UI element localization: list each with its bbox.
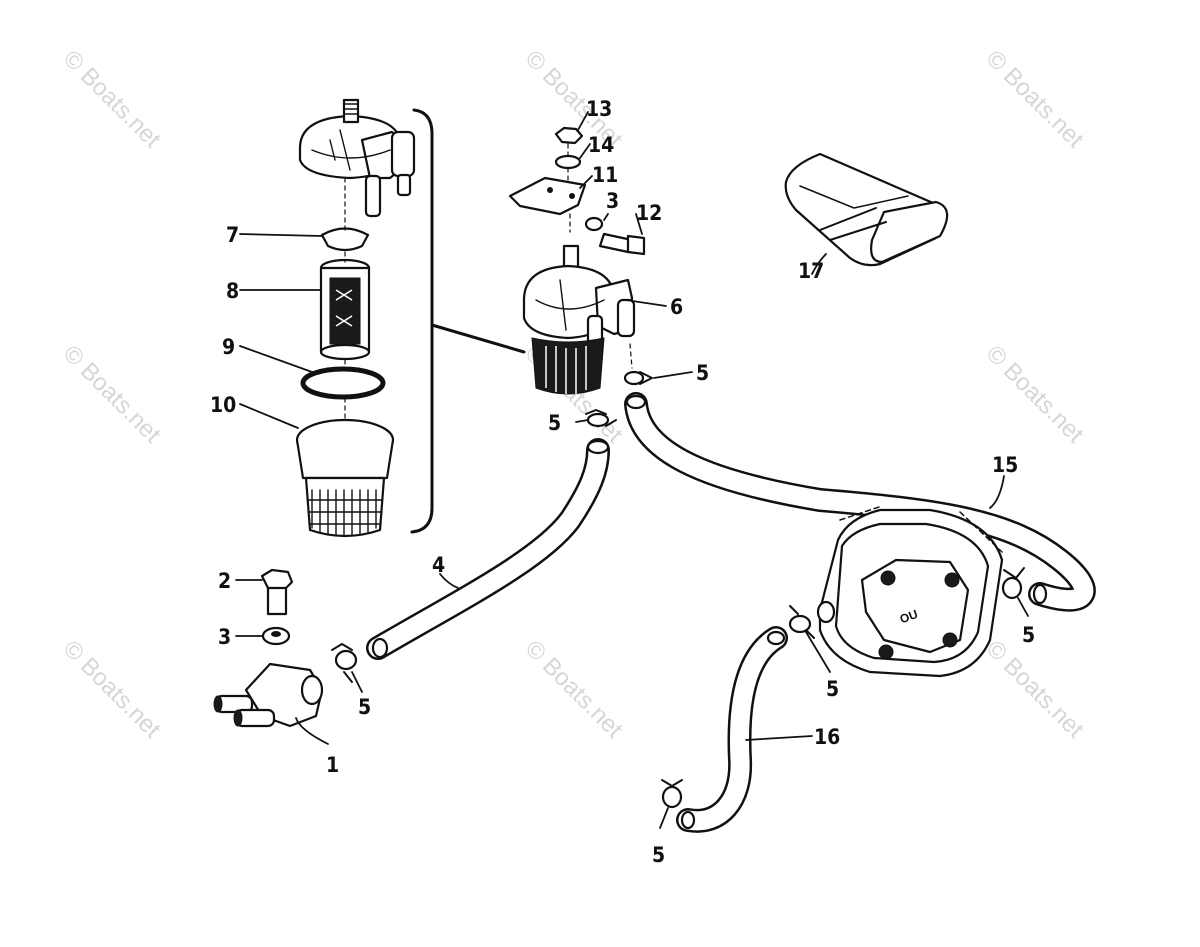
fuel-filter-part-6 <box>522 244 636 395</box>
bracket-part-11 <box>508 176 587 216</box>
callout-4: 4 <box>432 553 445 577</box>
callout-13: 13 <box>586 97 612 121</box>
hose-clip-pump-right <box>1001 567 1025 600</box>
callout-5-fitting: 5 <box>358 695 371 719</box>
callout-11: 11 <box>592 163 618 187</box>
hose-part-4-inner <box>368 440 608 658</box>
callout-3-left: 3 <box>218 625 231 649</box>
callout-12: 12 <box>636 201 662 225</box>
leader-lines <box>235 111 1029 829</box>
filter-element-part-8 <box>319 258 371 361</box>
fitting-part-1 <box>213 662 324 728</box>
callout-5-pump-right: 5 <box>1022 623 1035 647</box>
hose-clip-fitting <box>331 643 358 683</box>
callout-9: 9 <box>222 335 235 359</box>
callout-labels: 1 2 3 3 4 5 5 5 5 5 5 6 7 8 9 10 11 12 1… <box>210 97 1035 867</box>
hose-clip-upper-right <box>623 343 653 386</box>
svg-text:OU: OU <box>898 607 920 626</box>
filter-head-exploded <box>298 98 416 218</box>
watermark: © Boats.net <box>981 340 1089 448</box>
mount-hardware <box>508 126 646 256</box>
callout-2: 2 <box>218 569 231 593</box>
filter-bowl-part-10 <box>295 418 395 538</box>
watermark: © Boats.net <box>58 635 166 743</box>
sleeve-part-17 <box>784 152 949 267</box>
hose-part-16-inner <box>678 628 786 831</box>
bolt-part-12 <box>598 232 646 256</box>
callout-3-top: 3 <box>606 189 619 213</box>
nut-part-13 <box>554 126 584 145</box>
gasket-part-7 <box>320 227 370 252</box>
callout-15: 15 <box>992 453 1018 477</box>
callout-16: 16 <box>814 725 840 749</box>
callout-5-filter-right: 5 <box>696 361 709 385</box>
o-ring-part-9 <box>300 366 386 400</box>
filter-exploded-assembly <box>295 98 416 538</box>
watermark: © Boats.net <box>58 45 166 153</box>
bolt-part-2 <box>260 568 294 616</box>
hose-clip-pump-left <box>788 605 815 639</box>
washer-part-3-top <box>584 216 604 232</box>
callout-8: 8 <box>226 279 239 303</box>
fuel-pump: OU <box>816 505 1004 678</box>
washer-part-14 <box>554 154 582 170</box>
hose-clip-bottom <box>661 779 683 809</box>
callout-14: 14 <box>588 133 614 157</box>
watermark: © Boats.net <box>520 635 628 743</box>
callout-7: 7 <box>226 223 239 247</box>
callout-10: 10 <box>210 393 236 417</box>
assembly-bracket <box>410 108 434 534</box>
watermark: © Boats.net <box>981 45 1089 153</box>
assembly-link-line <box>430 323 526 354</box>
callout-5-filter-left: 5 <box>548 411 561 435</box>
watermark: © Boats.net <box>58 340 166 448</box>
callout-5-pump-left: 5 <box>826 677 839 701</box>
callout-6: 6 <box>670 295 683 319</box>
watermark: © Boats.net <box>981 635 1089 743</box>
callout-1: 1 <box>326 753 339 777</box>
callout-5-bottom: 5 <box>652 843 665 867</box>
callout-17: 17 <box>798 259 824 283</box>
